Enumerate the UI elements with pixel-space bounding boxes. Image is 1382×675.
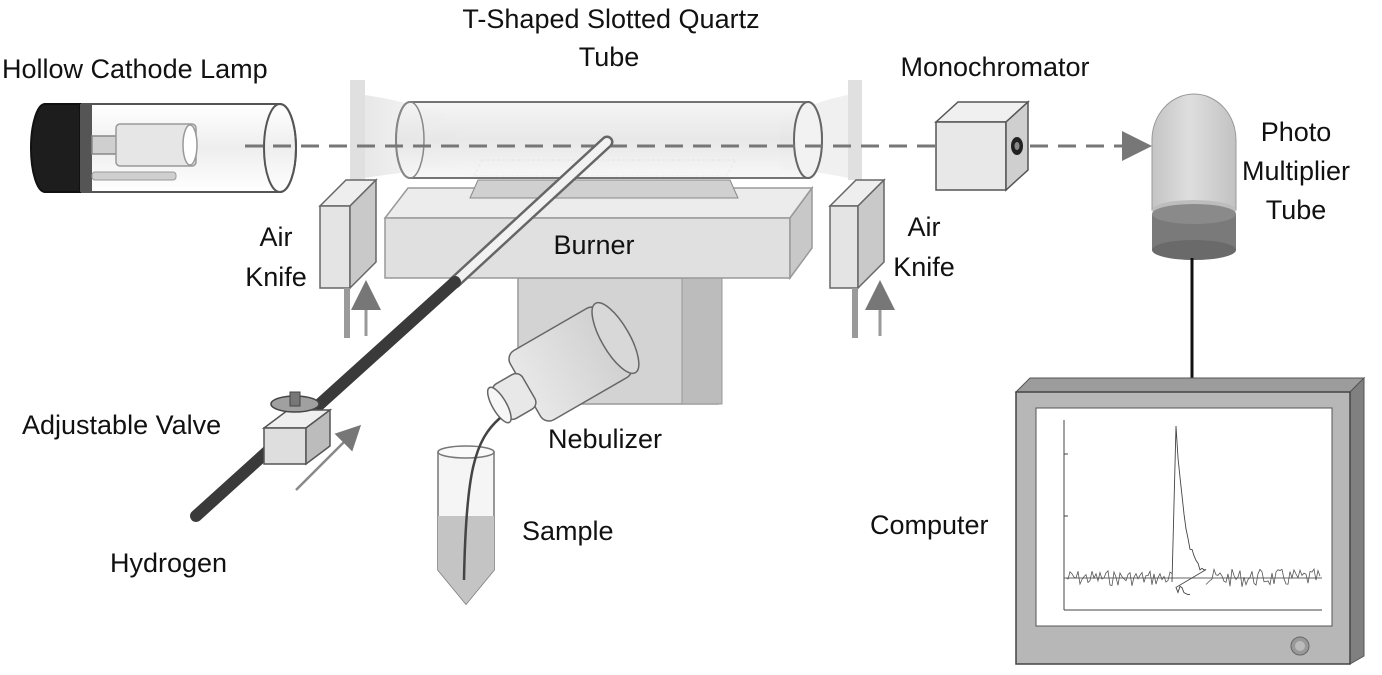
pmt-label-line2: Multiplier	[1242, 156, 1350, 186]
adjustable-valve	[261, 391, 333, 466]
burner-label: Burner	[553, 230, 634, 260]
photomultiplier-tube	[1151, 93, 1237, 260]
air-knife-right-label-line2: Knife	[893, 252, 955, 282]
pmt-label-line3: Tube	[1266, 195, 1327, 225]
air-knife-left	[318, 178, 381, 338]
air-knife-left-label-line1: Air	[260, 222, 293, 252]
nebulizer	[486, 301, 640, 424]
quartz-tube-label-line1: T-Shaped Slotted Quartz	[462, 4, 759, 34]
computer-label: Computer	[870, 510, 989, 540]
hydrogen-line	[190, 135, 614, 522]
hollow-cathode-lamp-label: Hollow Cathode Lamp	[2, 54, 268, 84]
pmt-label-line1: Photo	[1261, 117, 1332, 147]
quartz-tube-label-line2: Tube	[579, 42, 640, 72]
monochromator	[934, 100, 1030, 192]
monochromator-label: Monochromator	[900, 52, 1089, 82]
air-knife-right	[828, 178, 895, 338]
adjustable-valve-label: Adjustable Valve	[22, 410, 221, 440]
air-knife-right-label-line1: Air	[908, 212, 941, 242]
sample-label: Sample	[522, 516, 614, 546]
signal-plot	[1063, 420, 1322, 611]
hydrogen-label: Hydrogen	[110, 548, 227, 578]
sample-tube	[437, 417, 501, 606]
air-knife-left-label-line2: Knife	[245, 262, 307, 292]
hollow-cathode-lamp	[30, 103, 297, 193]
computer-monitor	[1014, 376, 1366, 665]
nebulizer-label: Nebulizer	[548, 424, 662, 454]
